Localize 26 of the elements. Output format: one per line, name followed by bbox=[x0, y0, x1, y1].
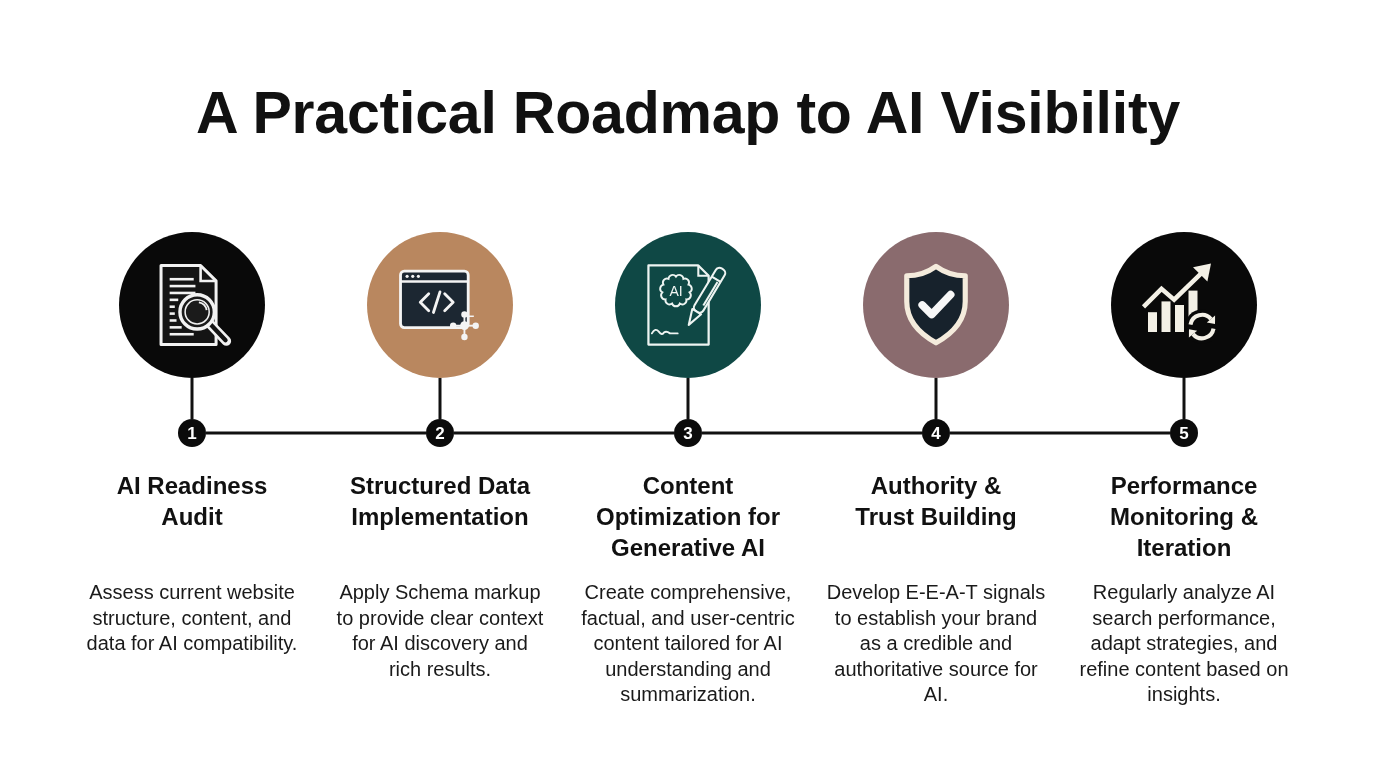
step-heading: AI Readiness Audit bbox=[115, 471, 269, 532]
step-number: 5 bbox=[1170, 419, 1198, 447]
step-description: Apply Schema markup to provide clear context for AI discovery and rich results. bbox=[335, 580, 545, 682]
step-heading: Performance Monitoring & Iteration bbox=[1109, 471, 1259, 563]
step-number: 2 bbox=[426, 419, 454, 447]
connector-line bbox=[1182, 378, 1186, 419]
step-description: Regularly analyze AI search performance, adapt strategies, and refine content based on insights. bbox=[1078, 580, 1290, 707]
step-number: 4 bbox=[922, 419, 950, 447]
connector-line bbox=[934, 378, 938, 419]
connector-line bbox=[454, 431, 674, 435]
step-number: 3 bbox=[674, 419, 702, 447]
step-heading: Authority & Trust Building bbox=[854, 471, 1018, 532]
connector-line bbox=[950, 431, 1170, 435]
connector-line bbox=[686, 378, 690, 419]
connector-line bbox=[190, 378, 194, 419]
connector-line bbox=[702, 431, 922, 435]
icon-text: AI bbox=[669, 284, 683, 298]
step-description: Create comprehensive, factual, and user-centric content tailored for AI understanding and summarization. bbox=[580, 580, 796, 707]
connector-line bbox=[438, 378, 442, 419]
step-number: 1 bbox=[178, 419, 206, 447]
step-description: Assess current website structure, content, and data for AI compatibility. bbox=[85, 580, 299, 656]
connector-line bbox=[206, 431, 426, 435]
title: A Practical Roadmap to AI Visibility bbox=[196, 80, 1180, 148]
step-heading: Structured Data Implementation bbox=[348, 471, 532, 532]
step-description: Develop E-E-A-T signals to establish your brand as a credible and authoritative source for AI. bbox=[825, 580, 1047, 707]
step-heading: Content Optimization for Generative AI bbox=[595, 471, 781, 563]
